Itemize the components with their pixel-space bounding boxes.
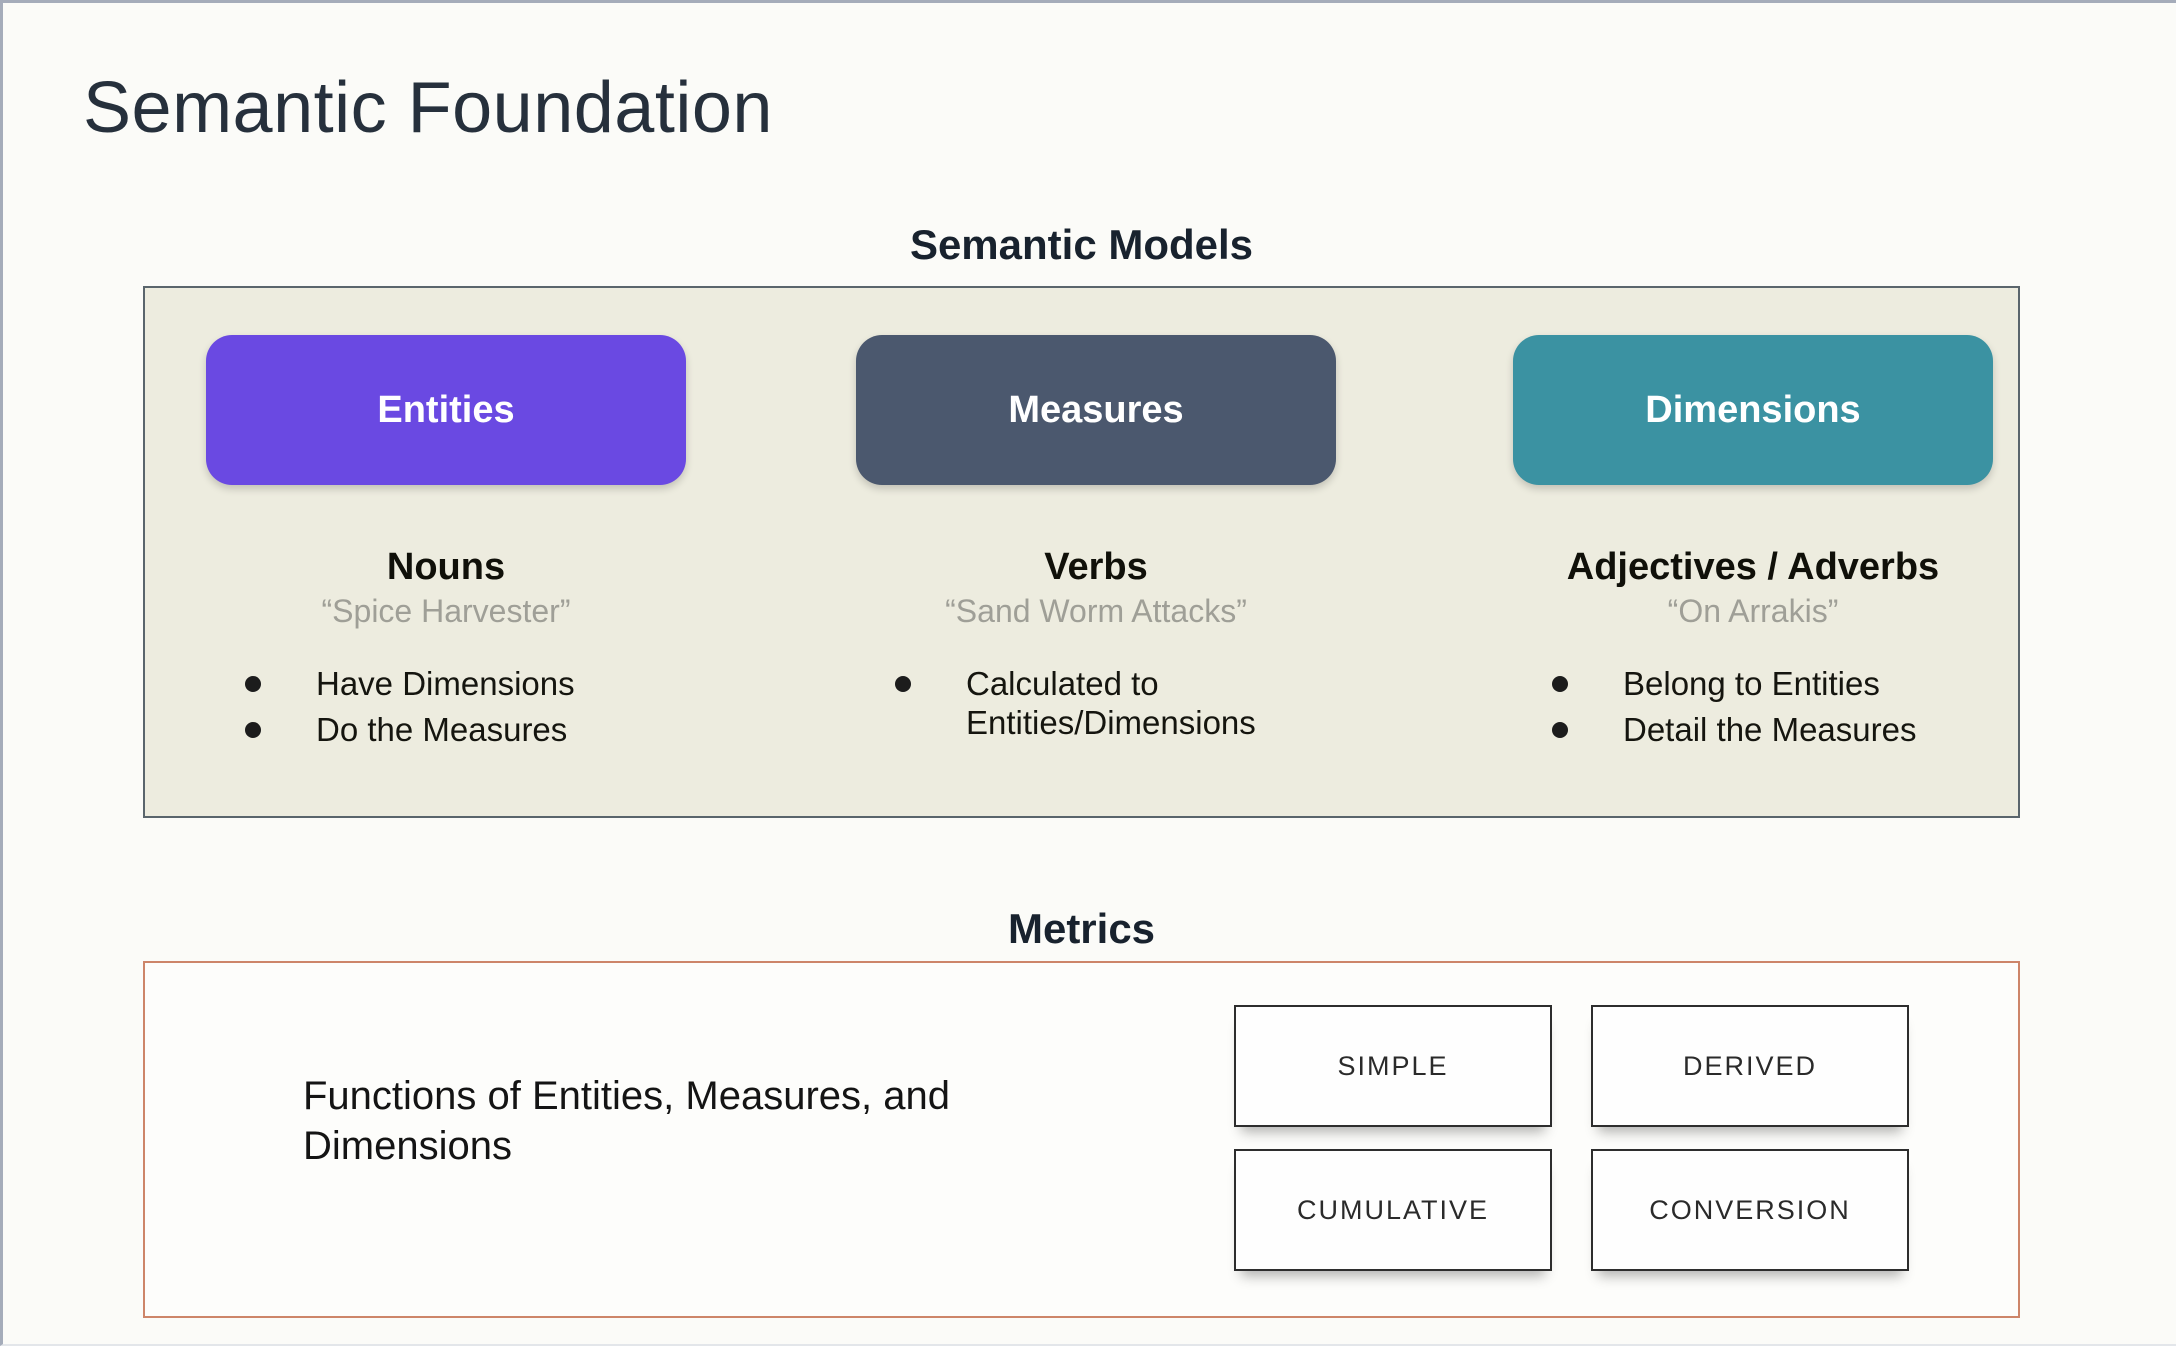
metrics-description: Functions of Entities, Measures, and Dim… [303, 1074, 950, 1168]
list-item: Detail the Measures [1488, 710, 2018, 750]
entities-bullet-list: Have Dimensions Do the Measures [181, 664, 711, 750]
list-item: Belong to Entities [1488, 664, 2018, 704]
dimensions-quote: “On Arrakis” [1667, 592, 1839, 629]
metric-type-simple[interactable]: SIMPLE [1234, 1005, 1552, 1127]
measures-quote: “Sand Worm Attacks” [945, 592, 1247, 629]
page-title: Semantic Foundation [83, 68, 773, 148]
dimensions-bullet-list: Belong to Entities Detail the Measures [1488, 664, 2018, 750]
entities-subtitle: Nouns [386, 546, 506, 588]
dimensions-button[interactable]: Dimensions [1513, 335, 1993, 485]
metric-type-cumulative[interactable]: CUMULATIVE [1234, 1149, 1552, 1271]
metric-type-derived[interactable]: DERIVED [1591, 1005, 1909, 1127]
dimensions-subtitle: Adjectives / Adverbs [1566, 546, 1940, 588]
entities-quote: “Spice Harvester” [321, 592, 571, 629]
entities-button[interactable]: Entities [206, 335, 686, 485]
list-item: Calculated to Entities/Dimensions [831, 664, 1361, 743]
measures-button[interactable]: Measures [856, 335, 1336, 485]
list-item: Have Dimensions [181, 664, 711, 704]
metrics-type-grid: SIMPLE DERIVED CUMULATIVE CONVERSION [1234, 1005, 1909, 1271]
entities-column: Entities Nouns “Spice Harvester” Have Di… [181, 335, 711, 757]
measures-column: Measures Verbs “Sand Worm Attacks” Calcu… [831, 335, 1361, 750]
semantic-models-heading: Semantic Models [909, 221, 1254, 268]
metrics-heading: Metrics [1007, 905, 1156, 952]
dimensions-column: Dimensions Adjectives / Adverbs “On Arra… [1488, 335, 2018, 757]
measures-subtitle: Verbs [1044, 546, 1148, 588]
metrics-panel: Functions of Entities, Measures, and Dim… [143, 961, 2020, 1318]
list-item: Do the Measures [181, 710, 711, 750]
measures-bullet-list: Calculated to Entities/Dimensions [831, 664, 1361, 743]
semantic-models-panel: Entities Nouns “Spice Harvester” Have Di… [143, 286, 2020, 818]
metric-type-conversion[interactable]: CONVERSION [1591, 1149, 1909, 1271]
